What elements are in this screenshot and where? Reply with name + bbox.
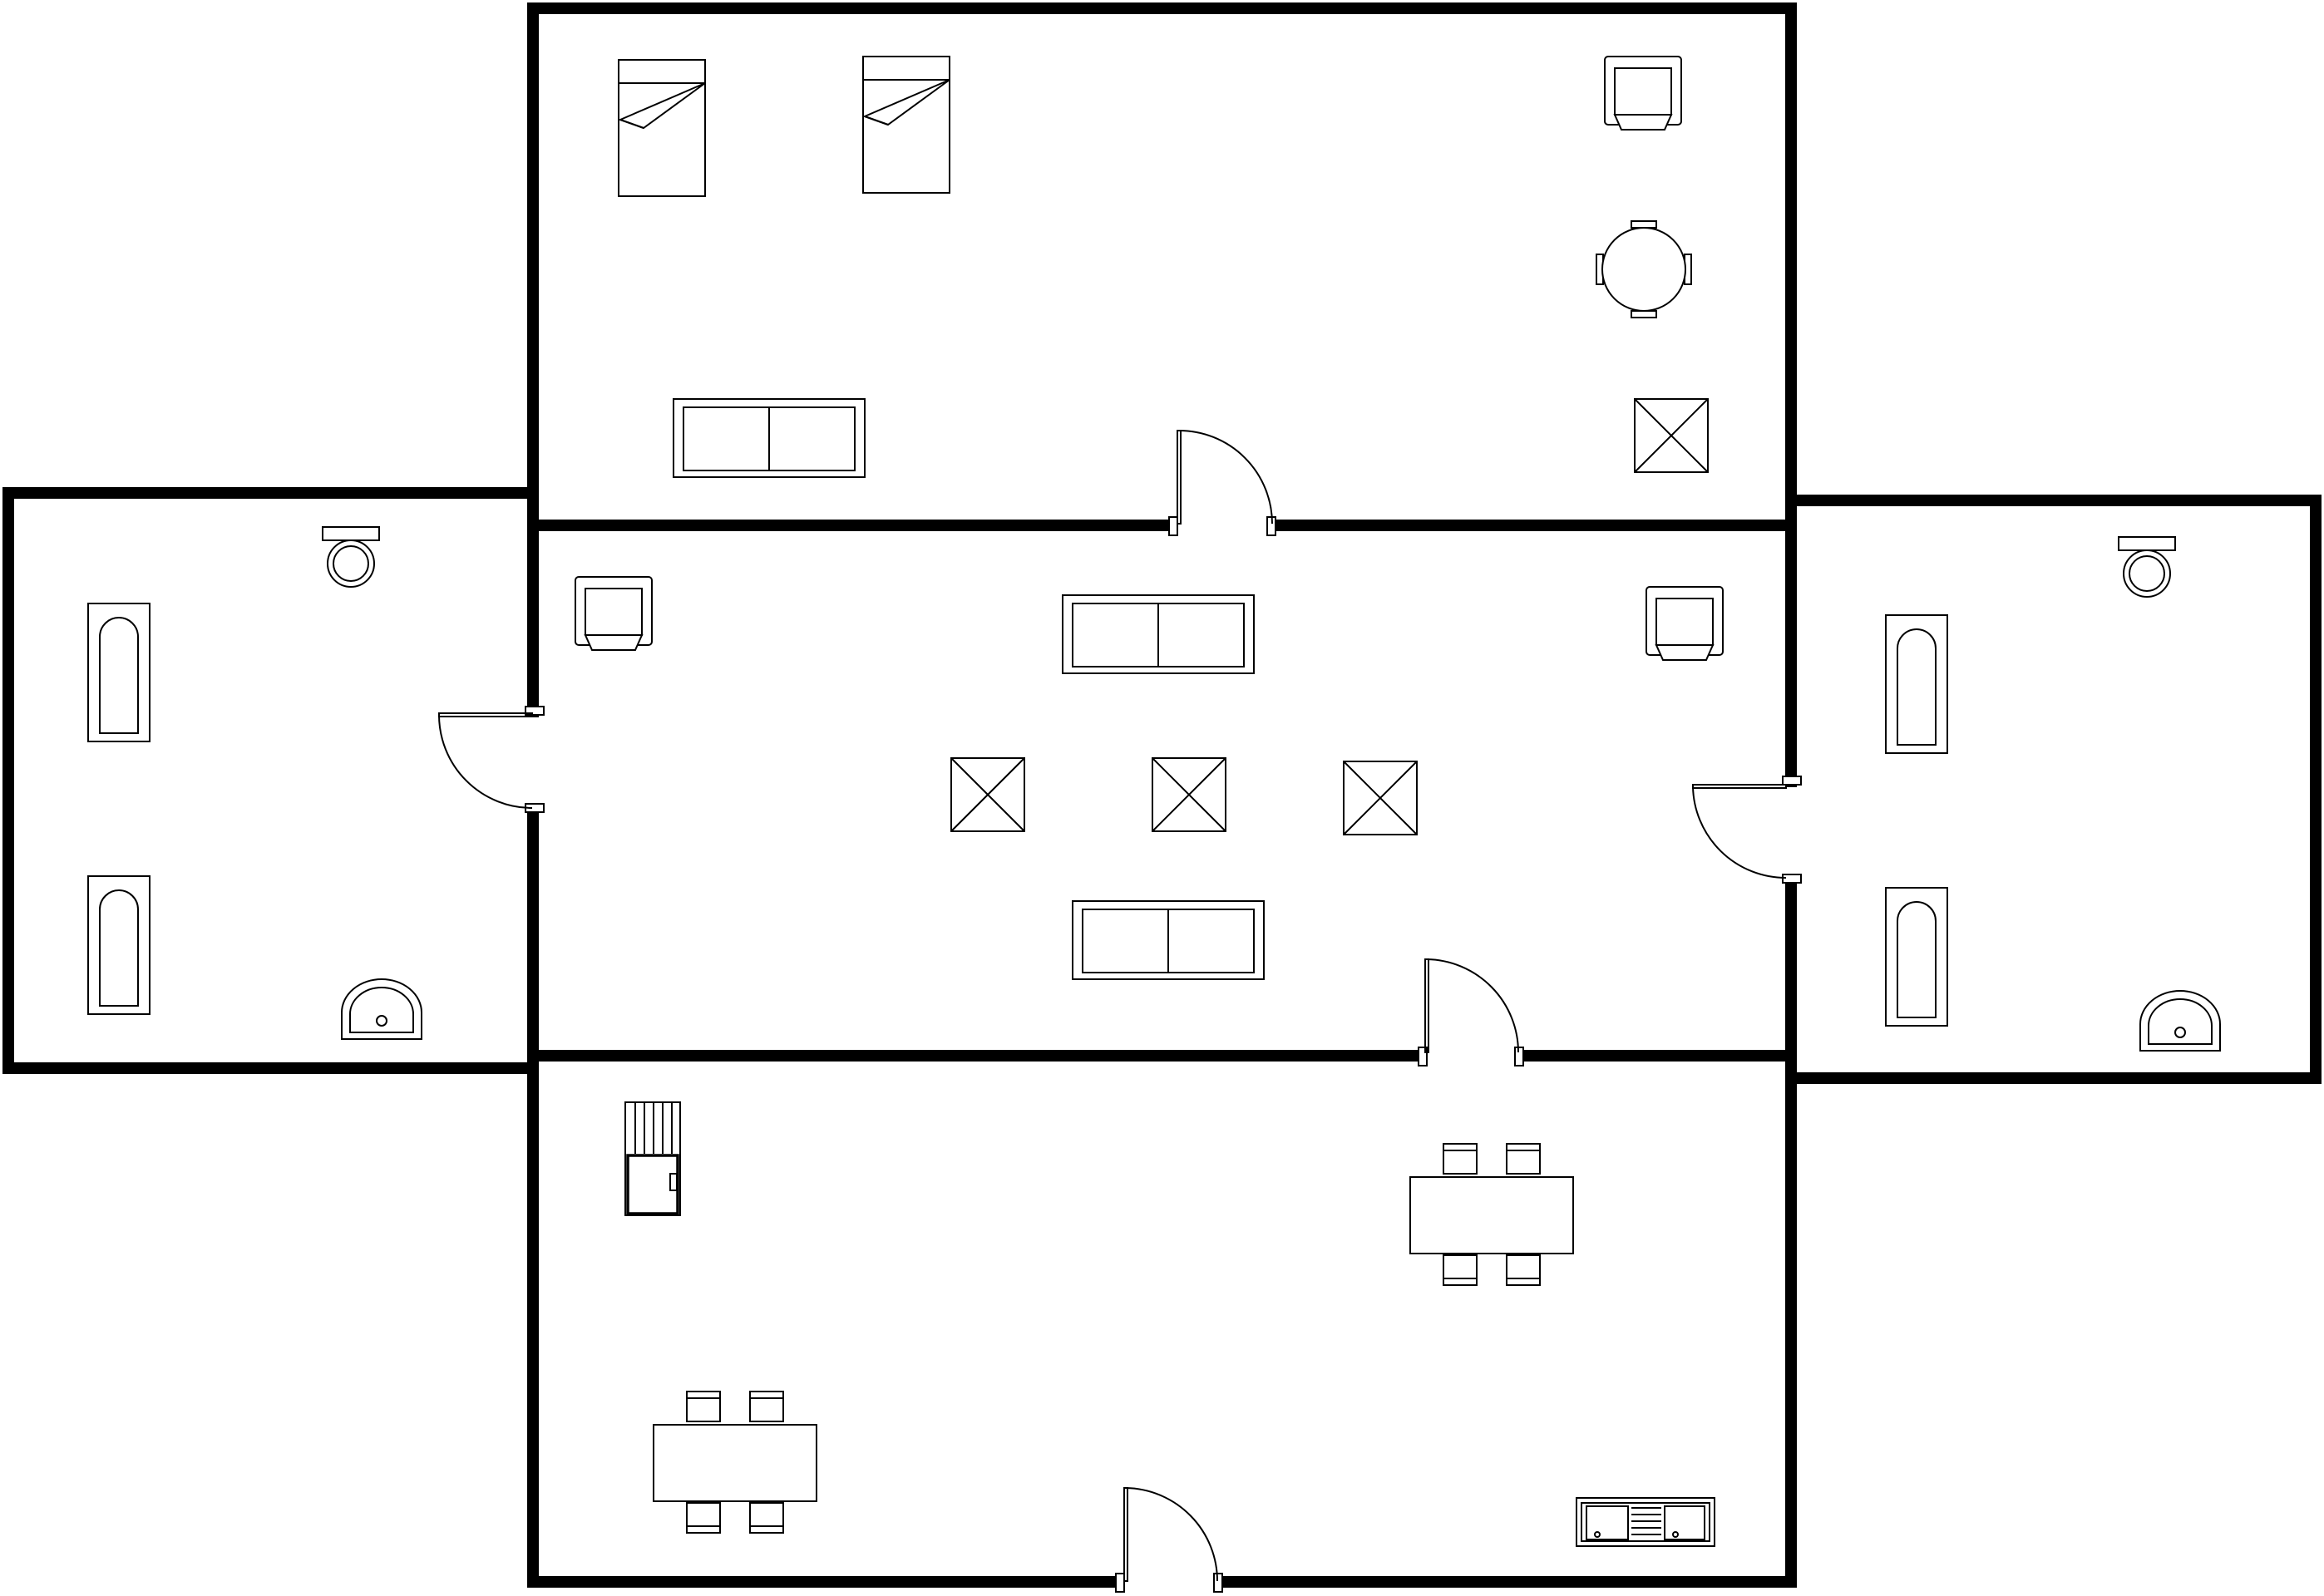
bedroom-door (1168, 430, 1276, 536)
dining-table-icon (653, 1391, 817, 1534)
right-bathroom-door (1692, 776, 1802, 884)
kitchen-door (1418, 958, 1524, 1066)
single-bed-icon (862, 56, 950, 194)
sofa-icon (1062, 594, 1255, 674)
square-side-table-icon (1152, 757, 1226, 832)
sink-icon (2139, 990, 2221, 1052)
bathtub-icon (1885, 614, 1948, 754)
bathtub-icon (87, 603, 150, 742)
square-side-table-icon (950, 757, 1025, 832)
sofa-icon (673, 398, 866, 478)
armchair-icon (1604, 56, 1682, 131)
dining-table-icon (1409, 1143, 1574, 1286)
toilet-icon (2118, 536, 2176, 598)
sofa-icon (1072, 900, 1265, 980)
toilet-icon (322, 526, 380, 588)
round-table-icon (1596, 220, 1692, 318)
square-side-table-icon (1343, 761, 1418, 835)
bathtub-icon (1885, 887, 1948, 1027)
left-bathroom-door (438, 706, 545, 813)
sink-icon (341, 978, 422, 1040)
armchair-icon (1646, 586, 1724, 661)
refrigerator-icon (624, 1101, 681, 1216)
double-sink-icon (1576, 1497, 1715, 1547)
front-door (1115, 1487, 1223, 1593)
single-bed-icon (618, 59, 706, 197)
bathtub-icon (87, 875, 150, 1015)
square-side-table-icon (1634, 398, 1709, 473)
armchair-icon (575, 576, 653, 651)
